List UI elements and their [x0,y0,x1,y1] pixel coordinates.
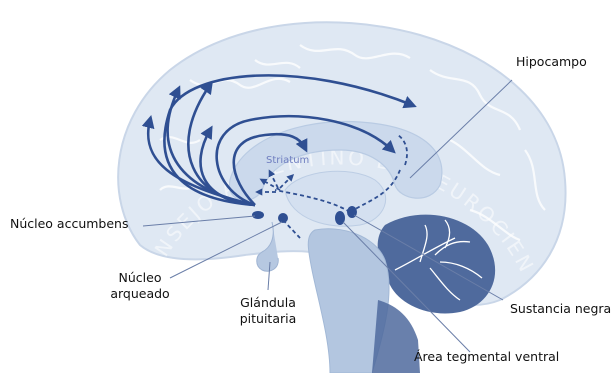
label-striatum: Striatum [266,155,309,166]
label-area-tegmental-ventral: Área tegmental ventral [414,349,559,365]
medulla-shadow [372,300,420,373]
label-nucleo-accumbens: Núcleo accumbens [10,216,129,232]
label-sustancia-negra: Sustancia negra [510,301,611,317]
arcuate-nucleus-dot [278,213,288,223]
label-hipocampo: Hipocampo [516,54,587,70]
label-nucleo-arqueado-line2: arqueado [106,286,174,302]
label-glandula-line1: Glándula [228,295,308,311]
label-glandula-pituitaria: Glándula pituitaria [228,295,308,327]
label-nucleo-arqueado-line1: Núcleo [106,270,174,286]
label-glandula-line2: pituitaria [228,311,308,327]
label-nucleo-arqueado: Núcleo arqueado [106,270,174,302]
nucleus-accumbens-dot [252,211,264,219]
